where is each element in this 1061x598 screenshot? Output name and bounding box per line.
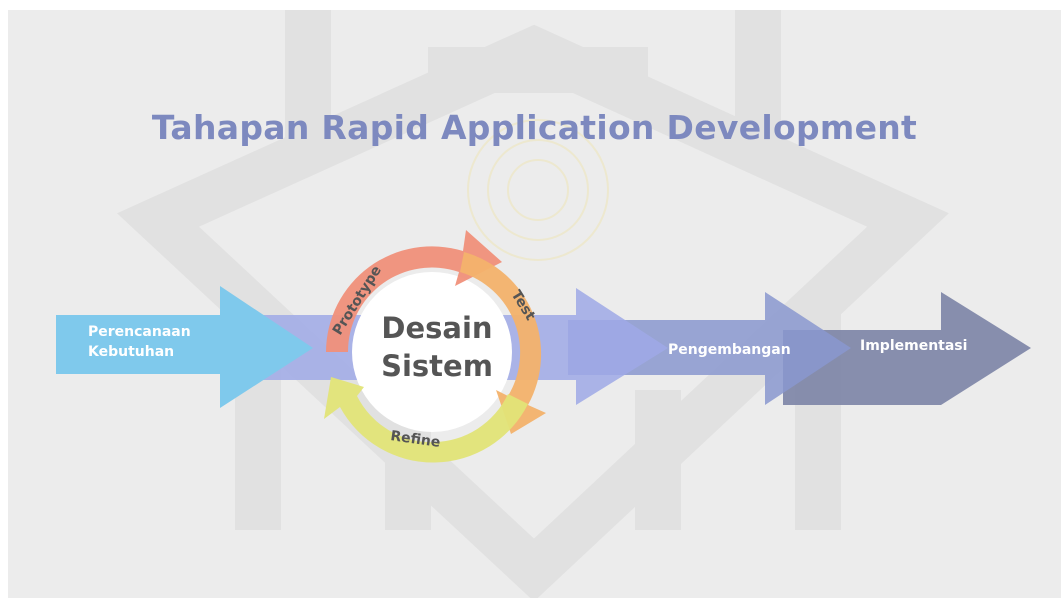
center-desain: Desain xyxy=(381,311,492,345)
arrow-perencanaan xyxy=(56,286,313,408)
label-kebutuhan: Kebutuhan xyxy=(88,344,174,360)
label-refine: Refine xyxy=(389,428,441,451)
diagram-title: Tahapan Rapid Application Development xyxy=(151,108,918,147)
arrow-implementasi xyxy=(783,292,1031,405)
slide: Tahapan Rapid Application Development Pe… xyxy=(8,10,1061,598)
rad-diagram: Perencanaan Kebutuhan Pengembangan Imple… xyxy=(56,230,1031,463)
cycle-segment-refine xyxy=(324,377,528,463)
cycle-center xyxy=(352,272,512,432)
cycle-segment-test xyxy=(460,252,546,434)
watermark-logo xyxy=(117,10,949,598)
cycle-segment-prototype xyxy=(326,230,502,352)
arrow-pengembangan xyxy=(568,292,851,405)
label-pengembangan: Pengembangan xyxy=(668,342,791,358)
label-implementasi: Implementasi xyxy=(860,338,967,354)
center-sistem: Sistem xyxy=(381,349,493,383)
label-perencanaan: Perencanaan xyxy=(88,324,191,340)
